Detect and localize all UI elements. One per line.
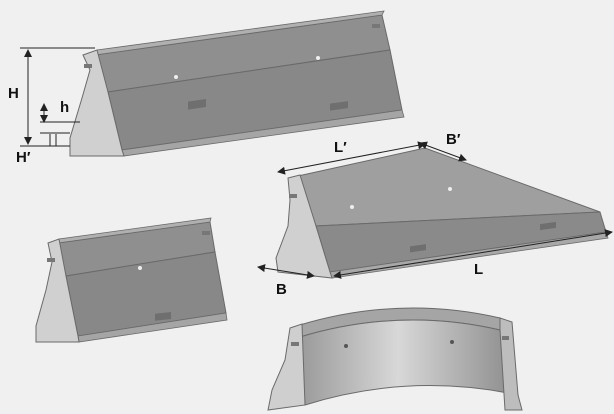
dimension-label-h: h xyxy=(60,99,70,116)
dimension-label-L-prime: L′ xyxy=(334,139,347,156)
straight-barrier-short xyxy=(35,217,228,343)
straight-barrier-long xyxy=(69,10,405,157)
dimension-label-H: H xyxy=(8,85,19,102)
curved-barrier xyxy=(267,307,523,411)
dimension-lines xyxy=(20,47,613,279)
dimension-label-L: L xyxy=(474,261,484,278)
dimension-label-B-prime: B′ xyxy=(446,131,461,148)
dimension-label-B: B xyxy=(276,281,287,298)
dimension-label-H-prime: H′ xyxy=(16,149,31,166)
